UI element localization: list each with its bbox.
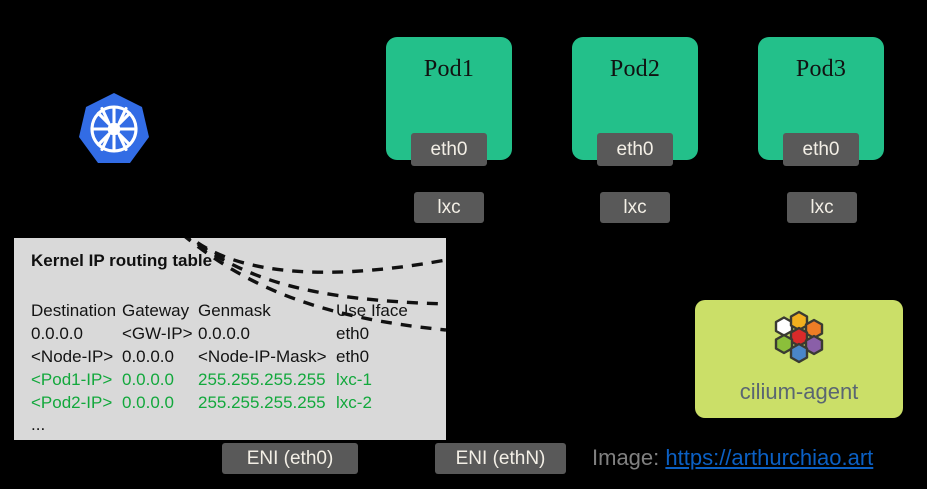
routing-table-ellipsis: ... <box>31 415 46 434</box>
table-row: <Pod1-IP> 0.0.0.0 255.255.255.255 lxc-1 <box>31 368 441 391</box>
cell-genmask: <Node-IP-Mask> <box>198 347 327 366</box>
cell-genmask: 0.0.0.0 <box>198 324 250 343</box>
routing-table-header-row: Destination Gateway Genmask Use Iface <box>31 299 441 322</box>
eni-badge-ethn[interactable]: ENI (ethN) <box>435 443 566 474</box>
image-credit-url[interactable]: https://arthurchiao.art <box>665 445 874 470</box>
header-gateway: Gateway <box>122 301 190 320</box>
table-row: <Pod2-IP> 0.0.0.0 255.255.255.255 lxc-2 <box>31 391 441 414</box>
pod2-eth0-badge[interactable]: eth0 <box>597 133 673 166</box>
image-credit: Image: https://arthurchiao.art <box>592 445 873 471</box>
cell-genmask: 255.255.255.255 <box>198 370 326 389</box>
cell-gateway: 0.0.0.0 <box>122 370 174 389</box>
pod-title: Pod1 <box>423 56 475 82</box>
cell-gateway: 0.0.0.0 <box>122 393 174 412</box>
header-use-iface: Use Iface <box>336 301 408 320</box>
pod-title: Pod3 <box>795 56 847 82</box>
cell-destination: <Pod2-IP> <box>31 393 113 412</box>
header-destination: Destination <box>31 301 117 320</box>
cell-destination: 0.0.0.0 <box>31 324 83 343</box>
pod-title: Pod2 <box>609 56 661 82</box>
image-credit-label: Image: <box>592 445 660 470</box>
pod-box-pod3[interactable]: Pod3 eth0 <box>758 37 884 166</box>
lxc-badge-pod3[interactable]: lxc <box>787 192 857 223</box>
cell-destination: <Pod1-IP> <box>31 370 113 389</box>
header-genmask: Genmask <box>198 301 271 320</box>
cilium-agent-label: cilium-agent <box>739 379 859 404</box>
lxc-badge-pod1[interactable]: lxc <box>414 192 484 223</box>
cell-iface: lxc-1 <box>336 370 372 389</box>
cell-destination: <Node-IP> <box>31 347 114 366</box>
cilium-agent-box[interactable]: cilium-agent <box>695 300 903 418</box>
cell-iface: lxc-2 <box>336 393 372 412</box>
cell-gateway: <GW-IP> <box>122 324 193 343</box>
kubernetes-logo <box>78 90 150 168</box>
routing-table-title: Kernel IP routing table <box>31 251 213 270</box>
cell-genmask: 255.255.255.255 <box>198 393 326 412</box>
pod1-eth0-badge[interactable]: eth0 <box>411 133 487 166</box>
cell-gateway: 0.0.0.0 <box>122 347 174 366</box>
route-connection-curves <box>184 238 446 332</box>
kernel-routing-table-panel: Kernel IP routing table Destination Gate… <box>14 238 446 440</box>
cilium-logo <box>764 308 834 370</box>
table-row: 0.0.0.0 <GW-IP> 0.0.0.0 eth0 <box>31 322 441 345</box>
routing-table-grid: Destination Gateway Genmask Use Iface 0.… <box>31 299 441 414</box>
table-row: <Node-IP> 0.0.0.0 <Node-IP-Mask> eth0 <box>31 345 441 368</box>
cell-iface: eth0 <box>336 347 370 366</box>
pod-box-pod2[interactable]: Pod2 eth0 <box>572 37 698 166</box>
cell-iface: eth0 <box>336 324 370 343</box>
lxc-badge-pod2[interactable]: lxc <box>600 192 670 223</box>
eni-badge-eth0[interactable]: ENI (eth0) <box>222 443 358 474</box>
pod3-eth0-badge[interactable]: eth0 <box>783 133 859 166</box>
pod-box-pod1[interactable]: Pod1 eth0 <box>386 37 512 166</box>
